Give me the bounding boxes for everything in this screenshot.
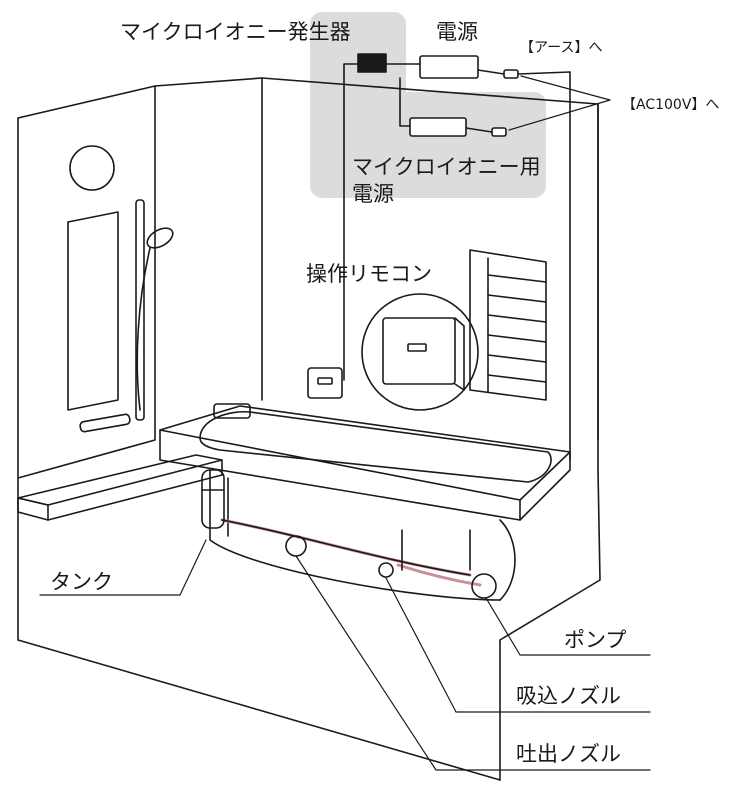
wiring — [343, 63, 571, 461]
tank-label: タンク — [50, 570, 113, 594]
mirror — [67, 145, 119, 411]
window — [469, 249, 547, 401]
pump-label: ポンプ — [564, 628, 627, 652]
shower — [79, 199, 174, 433]
ion-generator-label: マイクロイオニー発生器 — [120, 20, 351, 44]
suction-nozzle-label: 吸込ノズル — [516, 684, 621, 708]
power-label: 電源 — [436, 20, 478, 44]
ion-power-label-line1: マイクロイオニー用 — [352, 155, 541, 179]
remote-label: 操作リモコン — [306, 262, 432, 286]
room-walls — [17, 77, 601, 781]
equipment — [357, 53, 519, 137]
discharge-nozzle-label: 吐出ノズル — [516, 742, 621, 766]
leader-lines — [39, 75, 651, 771]
ion-power-label-line2: 電源 — [352, 182, 394, 206]
remote-callout — [307, 293, 479, 411]
plumbing — [201, 469, 516, 601]
ac100v-label: 【AC100V】へ — [622, 97, 720, 113]
bath-lid — [17, 454, 223, 521]
earth-label: 【アース】へ — [520, 40, 603, 56]
